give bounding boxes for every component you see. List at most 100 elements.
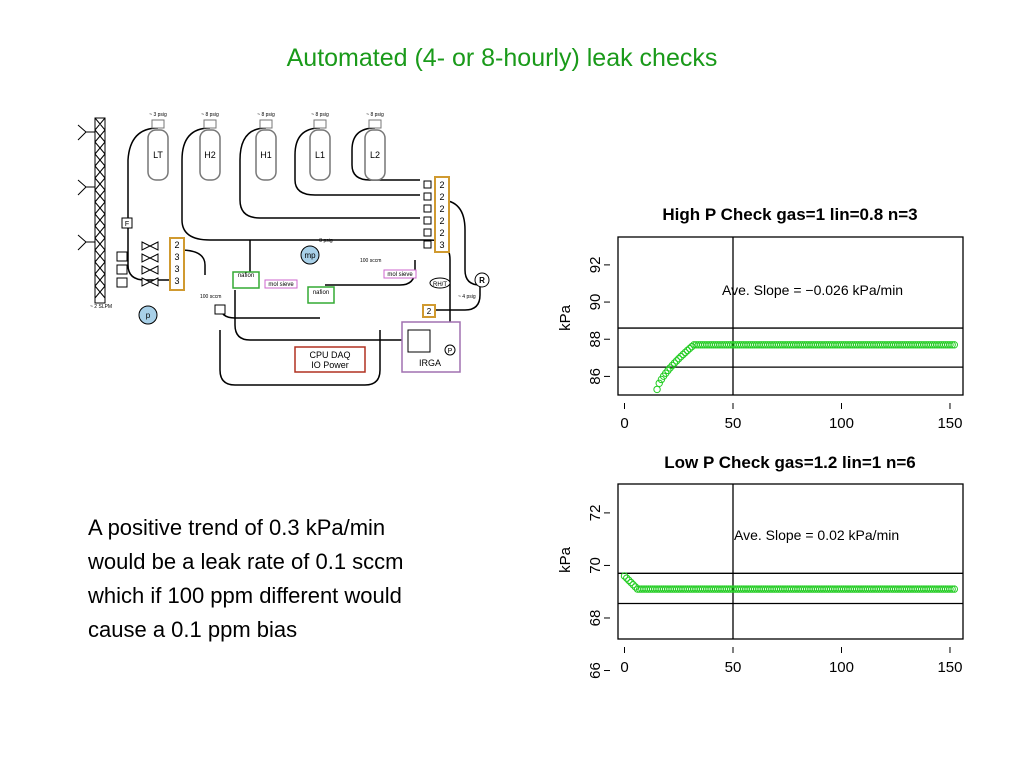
gas-cylinder [255, 129, 277, 181]
cylinder-label: H2 [204, 150, 216, 160]
gas-cylinder [199, 129, 221, 181]
filter-label: F [125, 221, 129, 228]
cylinder-pressure: ~ 8 psig [366, 112, 384, 118]
y-tick-label: 86 [587, 368, 604, 385]
valve-number: 2 [439, 192, 444, 202]
y-tick-label: 68 [587, 610, 604, 627]
irga-p-label: P [448, 348, 453, 355]
nafion-label-1: nafion [238, 273, 254, 279]
body-line: cause a 0.1 ppm bias [88, 617, 298, 642]
data-point [622, 574, 631, 582]
flow-label-1: 100 sccm [360, 258, 381, 264]
data-point [948, 341, 956, 349]
x-tick-label: 100 [829, 415, 854, 432]
valve-icon [141, 265, 159, 275]
irga-valve-num: 2 [427, 307, 432, 316]
x-tick-label: 0 [620, 415, 628, 432]
cylinder-pressure: ~ 3 psig [149, 112, 167, 118]
mol-sieve-label-1: mol sieve [268, 282, 294, 288]
data-point [631, 583, 640, 591]
valve-icon [141, 277, 159, 287]
data-point [653, 385, 661, 394]
body-text: A positive trend of 0.3 kPa/min would be… [88, 511, 508, 647]
body-line: A positive trend of 0.3 kPa/min [88, 515, 386, 540]
valve-number: 2 [439, 228, 444, 238]
valve-number: 3 [439, 240, 444, 250]
cylinder-regulator-icon [203, 119, 217, 129]
cylinder-pressure: ~ 8 psig [201, 112, 219, 118]
irga-label: IRGA [419, 358, 441, 368]
cylinder-label: L2 [370, 150, 380, 160]
data-point [679, 350, 687, 359]
daq-label-1: CPU DAQ [309, 350, 350, 360]
data-point [627, 578, 635, 587]
valve-number: 3 [174, 252, 179, 262]
y-tick-label: 90 [587, 294, 604, 311]
low-p-chart-title: Low P Check gas=1.2 lin=1 n=6 [664, 453, 916, 472]
data-point [946, 585, 954, 593]
data-point [683, 346, 692, 355]
data-point [688, 342, 696, 351]
x-tick-label: 50 [725, 415, 742, 432]
data-point [625, 576, 633, 585]
cylinder-label: H1 [260, 150, 272, 160]
gas-cylinder [147, 129, 169, 181]
rh-t-label: RH/T [433, 282, 447, 288]
pump-label: p [146, 311, 151, 320]
x-tick-label: 50 [725, 659, 742, 676]
data-point [668, 361, 676, 370]
slide-title: Automated (4- or 8-hourly) leak checks [286, 44, 718, 72]
valve-number: 2 [439, 216, 444, 226]
low-p-annotation: Ave. Slope = 0.02 kPa/min [734, 527, 899, 543]
valve-icon [423, 192, 432, 201]
data-point [677, 352, 685, 361]
cylinder-pressure: ~ 8 psig [311, 112, 329, 118]
data-point [675, 354, 683, 363]
high-p-chart: High P Check gas=1 lin=0.8 n=3 kPa 0 50 10… [557, 205, 964, 432]
y-tick-label: 72 [587, 505, 604, 522]
data-point [655, 379, 663, 387]
data-point [670, 359, 679, 367]
valve-icon [423, 216, 432, 225]
valve-icon [423, 204, 432, 213]
data-point [950, 341, 959, 349]
regulator-label: R [479, 276, 485, 285]
valve-icon [141, 241, 159, 251]
mol-sieve-label-2: mol sieve [387, 272, 413, 278]
valve-icon [141, 253, 159, 263]
data-point [666, 364, 674, 372]
valve-number: 2 [439, 204, 444, 214]
data-point [672, 357, 681, 365]
data-point [620, 572, 629, 580]
data-point [946, 341, 954, 349]
valve-icon [423, 240, 432, 249]
daq-label-2: IO Power [311, 360, 349, 370]
low-p-ylabel: kPa [557, 546, 574, 573]
psig8-label: ~ 8 psig [315, 238, 333, 244]
y-tick-label: 88 [587, 331, 604, 348]
y-tick-label: 66 [587, 662, 604, 679]
cylinder-pressure: ~ 8 psig [257, 112, 275, 118]
cylinder-regulator-icon [259, 119, 273, 129]
high-p-ylabel: kPa [557, 304, 574, 331]
cylinder-label: LT [153, 150, 163, 160]
gas-cylinder [364, 129, 386, 181]
nafion-label-2: nafion [313, 290, 329, 296]
flow-label-2: 100 sccm [200, 294, 221, 300]
data-point [950, 585, 959, 593]
valve-number: 2 [174, 240, 179, 250]
data-point [629, 581, 637, 589]
cylinder-regulator-icon [151, 119, 165, 129]
cylinder-label: L1 [315, 150, 325, 160]
x-tick-label: 150 [937, 659, 962, 676]
cylinder-regulator-icon [368, 119, 382, 129]
x-tick-label: 100 [829, 659, 854, 676]
high-p-chart-title: High P Check gas=1 lin=0.8 n=3 [662, 205, 917, 224]
body-line: which if 100 ppm different would [88, 583, 402, 608]
x-tick-label: 150 [937, 415, 962, 432]
valve-number: 3 [174, 264, 179, 274]
valve-number: 2 [439, 180, 444, 190]
gas-cylinder [309, 129, 331, 181]
